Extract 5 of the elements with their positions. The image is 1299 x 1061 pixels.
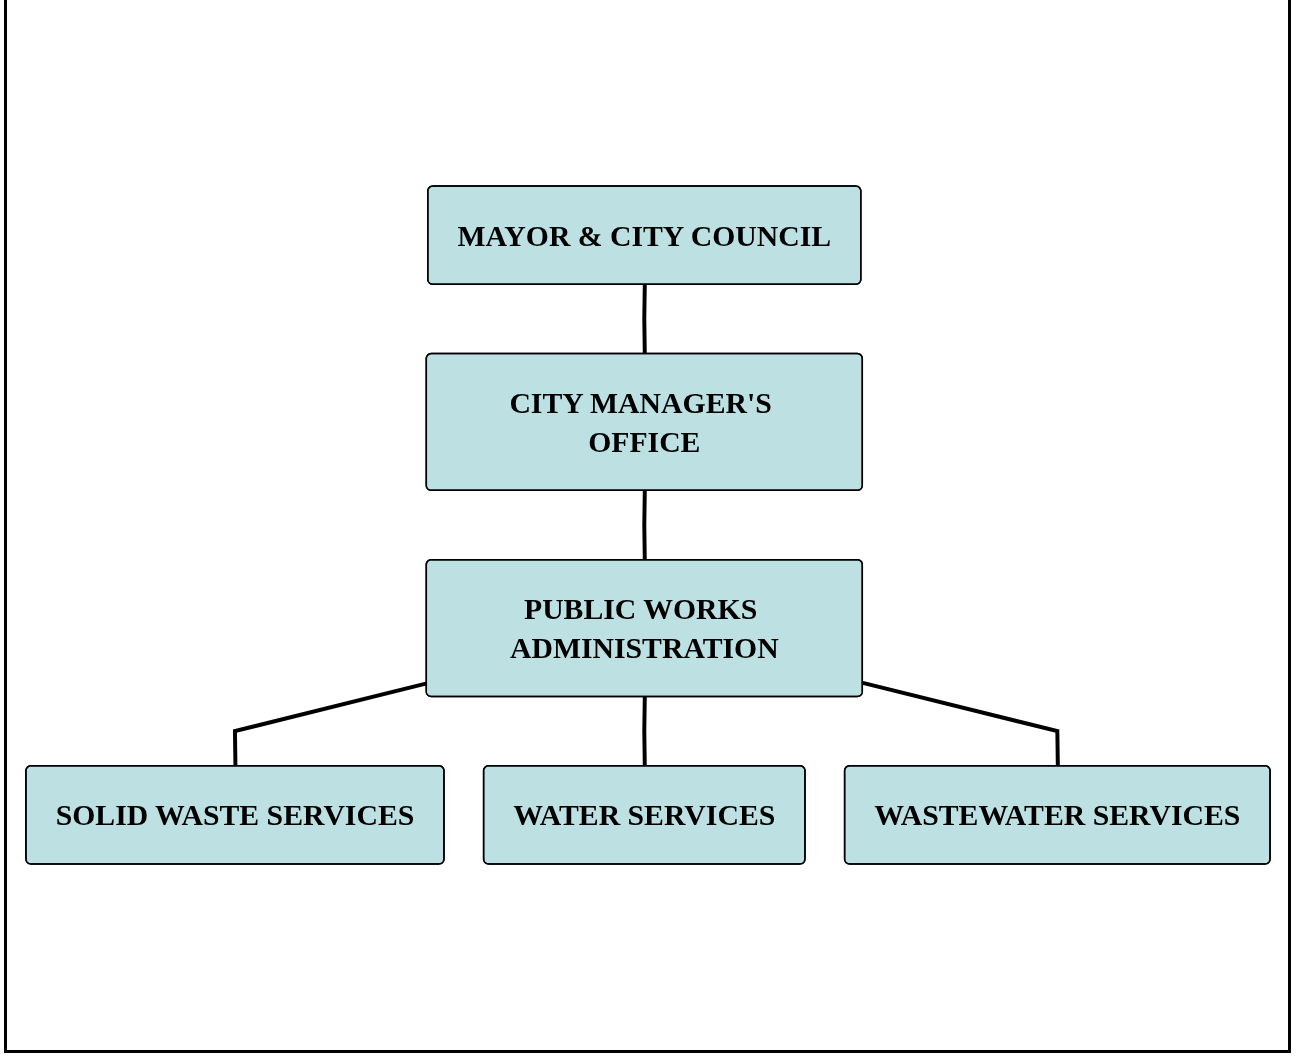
- connector: [641, 490, 647, 561]
- page-border: MAYOR & CITY COUNCIL CITY MANAGER'S OFFICE PUBLIC WORKS ADMINISTRATION SOLID WASTE SERVICES WATER SERVICES WASTEWATER SERVICES: [4, 0, 1291, 1053]
- connector: [641, 284, 647, 355]
- connector: [641, 696, 647, 767]
- connector: [861, 681, 1060, 767]
